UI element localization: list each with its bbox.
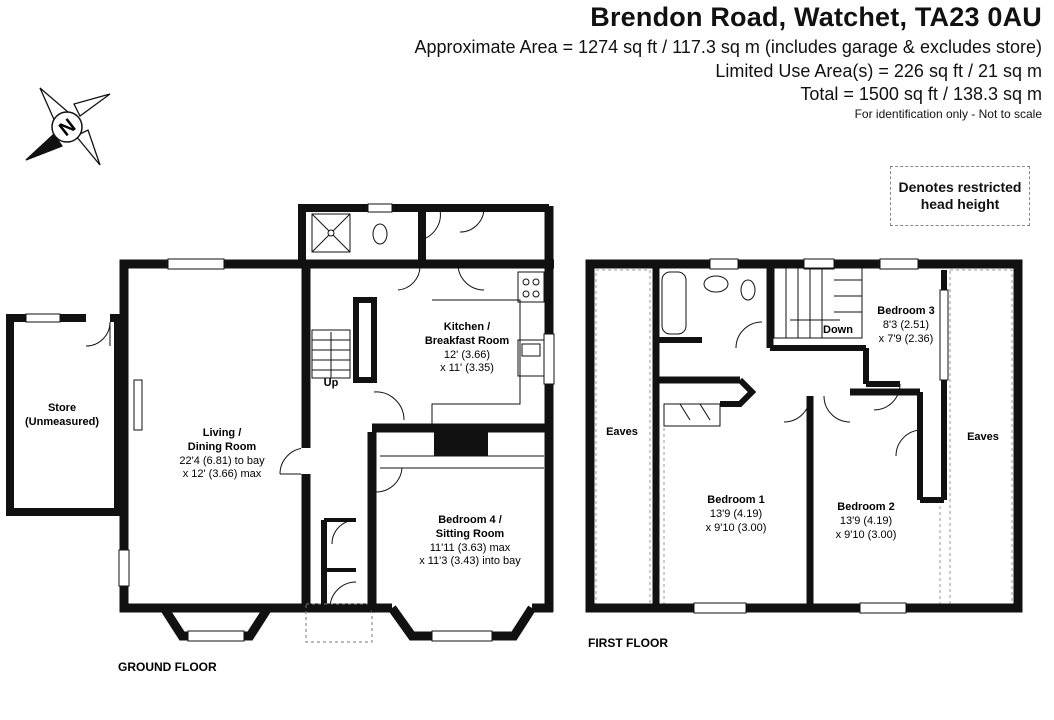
- hallway: Up: [305, 297, 405, 643]
- bathroom: [652, 264, 774, 349]
- page-title: Brendon Road, Watchet, TA23 0AU: [590, 2, 1042, 32]
- restricted-height-legend: Denotes restricted head height: [890, 166, 1030, 226]
- compass-icon: N: [25, 87, 111, 166]
- living-dining-room: [118, 258, 311, 642]
- bedroom4-name-1: Bedroom 4 /: [438, 514, 502, 526]
- legend-line-2: head height: [920, 196, 1000, 212]
- bedroom4-name-2: Sitting Room: [436, 528, 505, 540]
- living-dim-2: x 12' (3.66) max: [183, 468, 262, 480]
- limited-area-summary: Limited Use Area(s) = 226 sq ft / 21 sq …: [715, 61, 1042, 81]
- legend-line-1: Denotes restricted: [898, 179, 1022, 195]
- bedroom2-dim-1: 13'9 (4.19): [840, 515, 892, 527]
- stairs-down-label: Down: [823, 324, 853, 336]
- living-name-2: Dining Room: [188, 441, 257, 453]
- first-floor-labels: Eaves Eaves Bedroom 1 13'9 (4.19) x 9'10…: [588, 305, 999, 650]
- bedroom4-dim-2: x 11'3 (3.43) into bay: [419, 555, 521, 567]
- kitchen-dim-2: x 11' (3.35): [440, 362, 494, 374]
- total-area-summary: Total = 1500 sq ft / 138.3 sq m: [800, 84, 1042, 104]
- legend-text: Denotes restricted head height: [891, 179, 1029, 213]
- eaves-left-label: Eaves: [606, 426, 638, 438]
- bedroom1-name: Bedroom 1: [707, 494, 764, 506]
- ground-floor-plan: Up: [6, 203, 555, 674]
- bedroom3-dim-2: x 7'9 (2.36): [879, 333, 934, 345]
- kitchen-breakfast-room: [306, 206, 555, 433]
- first-floor-label: FIRST FLOOR: [588, 636, 668, 650]
- area-summary: Approximate Area = 1274 sq ft / 117.3 sq…: [414, 37, 1042, 57]
- bedroom-4-sitting-room: [367, 428, 554, 642]
- bedroom2-name: Bedroom 2: [837, 501, 894, 513]
- living-name-1: Living /: [203, 427, 242, 439]
- living-dim-1: 22'4 (6.81) to bay: [179, 455, 265, 467]
- first-floor-plan: Down Eaves Eaves Bedroom 1 13'9 (4.19: [585, 258, 1023, 650]
- bedroom4-dim-1: 11'11 (3.63) max: [430, 542, 511, 554]
- kitchen-name-2: Breakfast Room: [425, 335, 510, 347]
- bedroom3-dim-1: 8'3 (2.51): [883, 319, 929, 331]
- bedroom2-dim-2: x 9'10 (3.00): [836, 529, 897, 541]
- ground-floor-labels: Store (Unmeasured) Living / Dining Room …: [25, 321, 521, 674]
- kitchen-name-1: Kitchen /: [444, 321, 490, 333]
- stairs-up-label: Up: [324, 377, 339, 389]
- bedroom1-dim-1: 13'9 (4.19): [710, 508, 762, 520]
- bedroom1-dim-2: x 9'10 (3.00): [706, 522, 767, 534]
- store-name-1: Store: [48, 402, 76, 414]
- shower-room: [298, 203, 549, 268]
- store-name-2: (Unmeasured): [25, 416, 99, 428]
- stairwell: [773, 267, 863, 339]
- kitchen-dim-1: 12' (3.66): [444, 349, 490, 361]
- disclaimer-note: For identification only - Not to scale: [854, 107, 1042, 121]
- bedroom3-name: Bedroom 3: [877, 305, 934, 317]
- ground-floor-label: GROUND FLOOR: [118, 660, 217, 674]
- eaves-right-label: Eaves: [967, 431, 999, 443]
- store-room: [6, 313, 122, 516]
